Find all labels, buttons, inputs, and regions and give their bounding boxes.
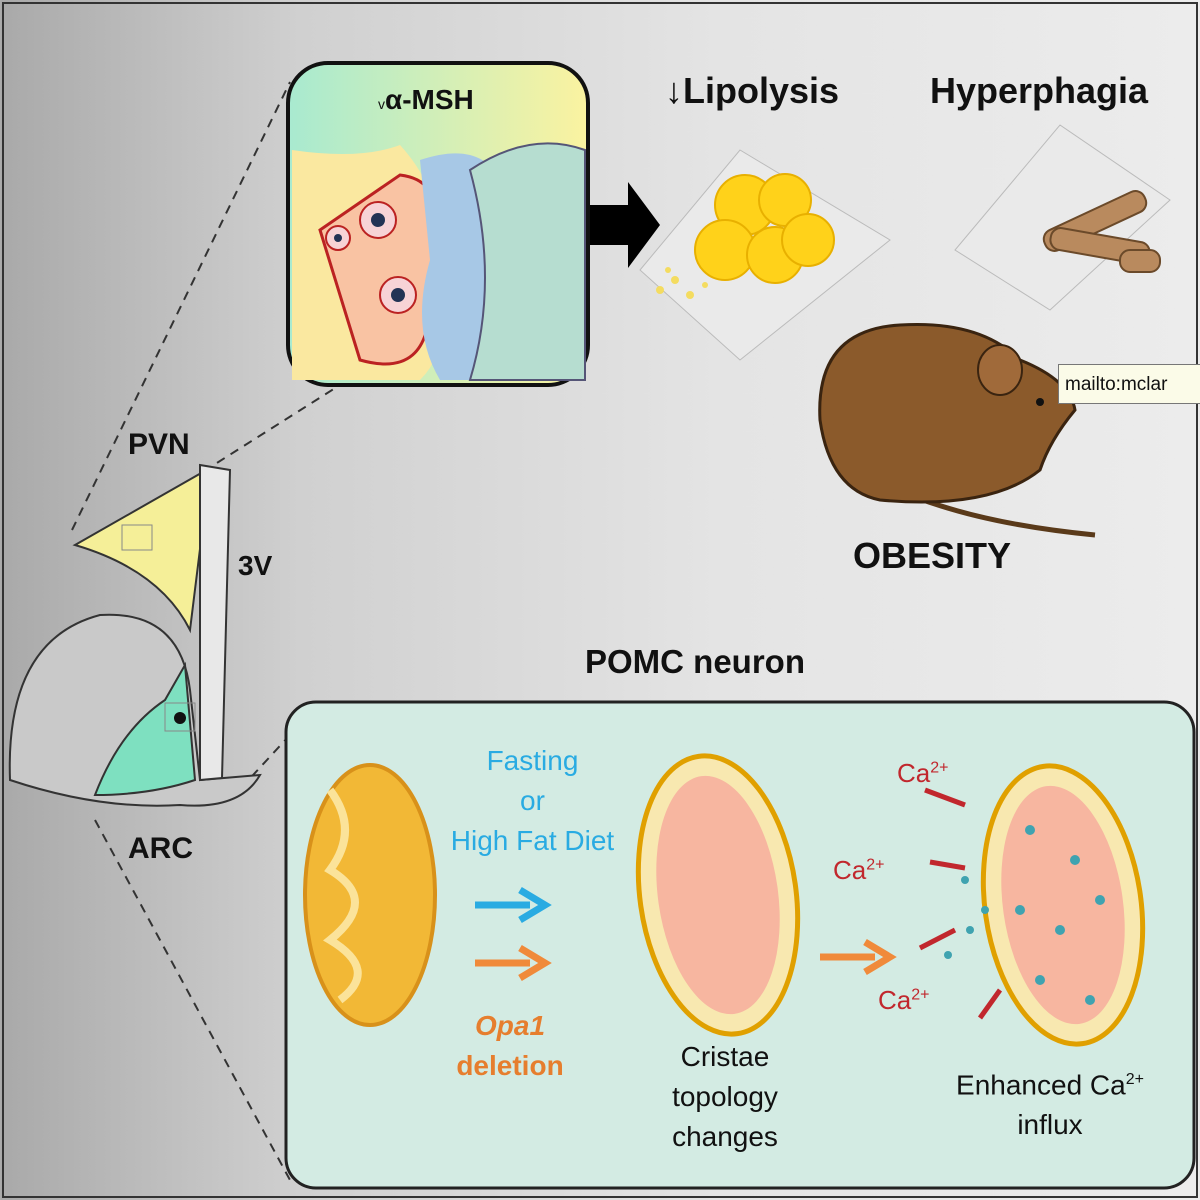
food-illustration: [954, 124, 1171, 311]
opa1-label: Opa1: [474, 1010, 546, 1041]
lipolysis-label: ↓Lipolysis: [665, 70, 840, 111]
or-label: or: [520, 785, 545, 816]
calcium-label-3: Ca2+: [878, 985, 930, 1015]
calcium-label-1: Ca2+: [897, 758, 949, 788]
mitochondria: [303, 753, 1146, 1047]
hypothalamus-section: [8, 463, 262, 807]
zoom-lines: [71, 81, 341, 1181]
cristae-line-1: Cristae: [680, 1041, 770, 1072]
pvn-region: [72, 466, 212, 634]
output-arrow: [590, 182, 660, 268]
high-fat-diet-label: High Fat Diet: [450, 825, 615, 856]
cristae-line-3: changes: [672, 1121, 778, 1152]
cristae-line-2: topology: [672, 1081, 778, 1112]
process-arrows: [475, 787, 1003, 1020]
arc-region: [93, 661, 197, 797]
obesity-label: OBESITY: [853, 535, 1012, 576]
link-tooltip: mailto:mclar: [1058, 364, 1200, 404]
3v-label: 3V: [238, 550, 273, 581]
enhanced-influx-label: Enhanced Ca2+ influx: [925, 1060, 1175, 1145]
alpha-msh-label: vα-MSH: [378, 84, 474, 115]
synapse-panel: [286, 61, 590, 387]
influx-line-1: Enhanced Ca2+: [956, 1069, 1144, 1101]
hyperphagia-label: Hyperphagia: [930, 70, 1149, 111]
pvn-label: PVN: [128, 428, 190, 461]
pomc-title: POMC neuron: [585, 643, 805, 680]
fasting-label: Fasting: [486, 745, 579, 776]
obese-mouse-illustration: [818, 322, 1096, 538]
third-ventricle: [199, 463, 232, 782]
cristae-label: Cristae topology changes: [625, 1037, 825, 1157]
influx-line-2: influx: [1017, 1109, 1083, 1141]
calcium-label-2: Ca2+: [833, 855, 885, 885]
arc-label: ARC: [128, 832, 193, 865]
fat-cells-illustration: [639, 149, 891, 361]
deletion-label: deletion: [456, 1050, 564, 1081]
